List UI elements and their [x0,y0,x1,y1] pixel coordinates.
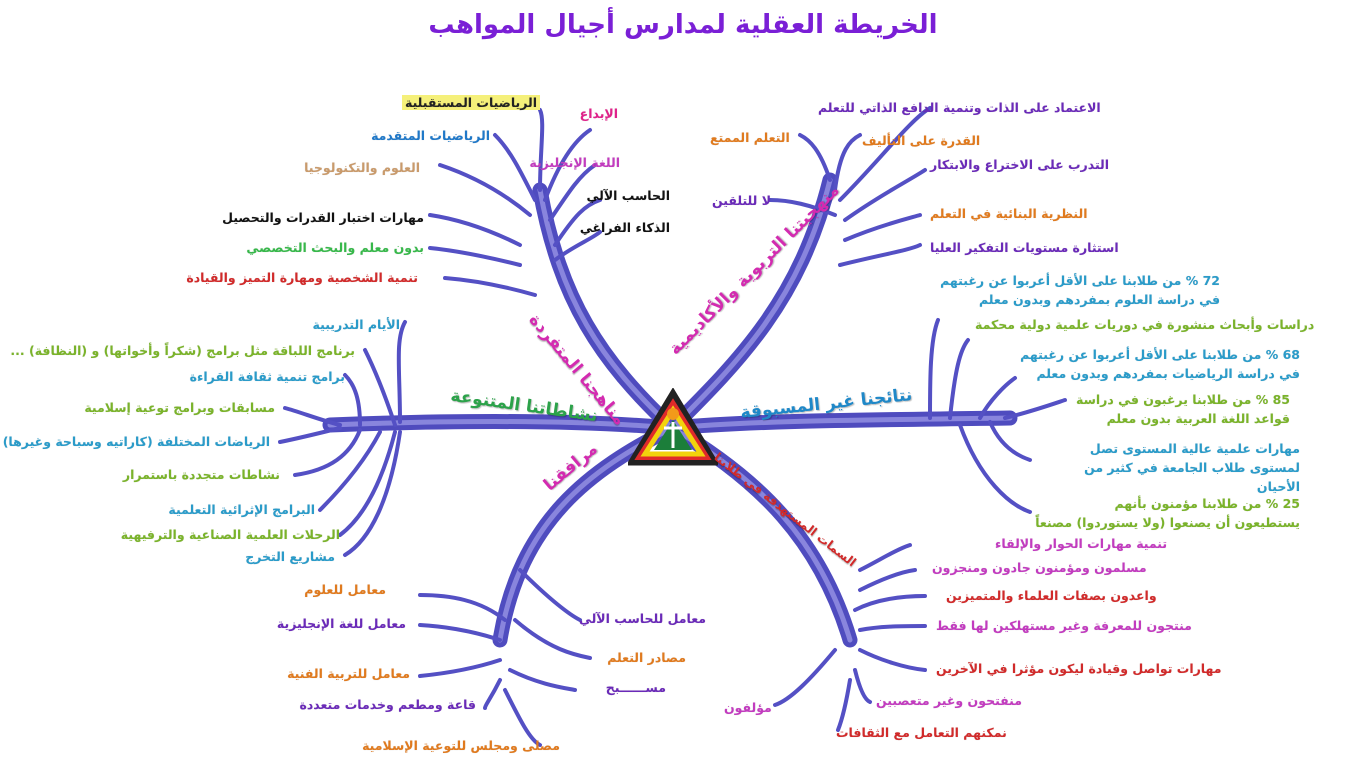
item-self-research: بدون معلم والبحث التخصصي [246,240,424,255]
item-english-labs: معامل للغة الإنجليزية [276,616,406,631]
item-authors: مؤلفون [724,700,772,715]
item-renewed-activities: نشاطات متجددة باستمرار [122,467,280,482]
item-self-reliance: الاعتماد على الذات وتنمية الدافع الذاتي … [818,100,1101,115]
item-scholars: واعدون بصفات العلماء والمتميزين [946,588,1157,603]
item-trips: الرحلات العلمية الصناعية والترفيهية [120,527,340,542]
page-title: الخريطة العقلية لمدارس أجيال المواهب [428,10,938,40]
item-communication-leadership: مهارات تواصل وقيادة ليكون مؤثرا في الآخر… [936,661,1222,676]
item-islamic-contests: مسابقات وبرامج توعية إسلامية [84,400,275,415]
item-knowledge-producers: منتجون للمعرفة وغير مستهلكين لها فقط [936,618,1192,633]
item-enrichment: البرامج الإثرائية التعلمية [168,502,315,517]
school-logo-icon [628,388,718,466]
item-open-minded: منفتحون وغير متعصبين [876,693,1023,708]
item-prayer-room: مصلى ومجلس للتوعية الإسلامية [362,738,560,753]
item-arabic-85: 85 % من طلابنا يرغبون في دراسة قواعد الل… [1075,392,1290,426]
item-constructivism: النظرية البنائية في التعلم [930,206,1088,221]
item-sports: الرياضات المختلفة (كاراتيه وسباحة وغيرها… [2,434,270,449]
item-training-days: الأيام التدريبية [312,317,400,332]
item-science-72: 72 % من طلابنا على الأقل أعربوا عن رغبته… [940,273,1220,307]
item-creativity: الإبداع [579,106,618,121]
item-graduation-projects: مشاريع التخرج [245,549,335,564]
item-science-labs: معامل للعلوم [304,582,386,597]
item-art-labs: معامل للتربية الفنية [287,666,410,681]
item-personality-leadership: تنمية الشخصية ومهارة التميز والقيادة [186,270,418,285]
item-no-rote: لا للتلقين [712,193,772,208]
item-pool: مســــــبح [605,680,666,695]
item-fun-learning: التعلم الممتع [710,130,790,145]
item-hall-restaurant: قاعة ومطعم وخدمات متعددة [299,697,476,712]
item-higher-thinking: استثارة مستويات التفكير العليا [930,240,1119,255]
item-university-level: مهارات علمية عالية المستوى تصل لمستوى طل… [1084,441,1300,494]
item-aptitude-tests: مهارات اختبار القدرات والتحصيل [222,210,424,225]
item-future-math: الرياضيات المستقبلية [402,95,540,110]
item-computer-labs: معامل للحاسب الآلي [578,611,706,626]
item-spatial-intelligence: الذكاء الفراغي [579,220,670,235]
item-learning-resources: مصادر التعلم [607,650,686,665]
item-invention: التدرب على الاختراع والابتكار [930,157,1110,172]
item-advanced-math: الرياضيات المتقدمة [371,128,490,143]
item-reading-culture: برامج تنمية ثقافة القراءة [189,369,345,384]
item-authoring: القدرة على التأليف [862,133,981,148]
item-computer: الحاسب الآلي [586,188,671,203]
item-muslims-achievers: مسلمون ومؤمنون جادون ومنجزون [932,560,1147,575]
item-english: اللغة الإنجليزية [529,155,620,170]
item-dialogue-skills: تنمية مهارات الحوار والإلقاء [995,536,1168,551]
item-math-68: 68 % من طلابنا على الأقل أعربوا عن رغبته… [1020,347,1300,381]
item-etiquette: برنامج اللباقة مثل برامج (شكراً وأخواتها… [10,343,355,358]
item-publications: دراسات وأبحاث منشورة في دوريات علمية دول… [975,317,1315,332]
item-science-tech: العلوم والتكنولوجيا [304,160,420,175]
item-factory-25: 25 % من طلابنا مؤمنون بأنهم يستطيعون أن … [1035,496,1300,530]
item-cultures: نمكنهم التعامل مع الثقافات [836,725,1007,740]
